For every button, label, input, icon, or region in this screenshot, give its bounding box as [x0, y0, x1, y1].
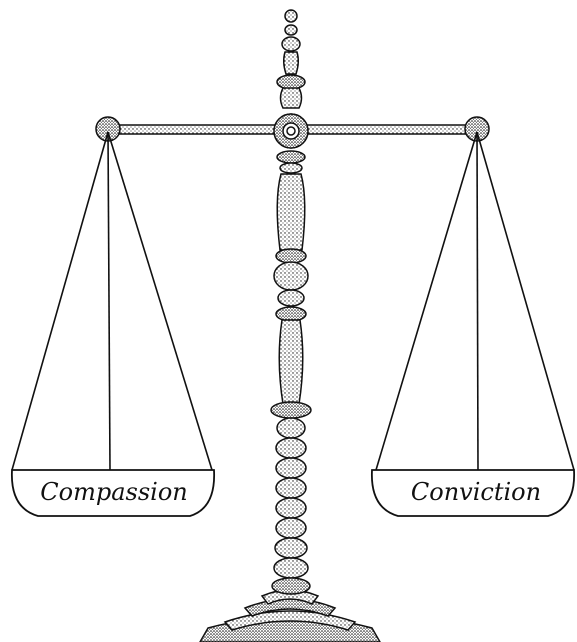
right-pan-label: Conviction — [411, 478, 541, 506]
scale-column — [271, 10, 311, 594]
left-pan-strings — [12, 132, 212, 470]
left-pan-label: Compassion — [40, 478, 187, 506]
left-pan: Compassion — [12, 132, 214, 516]
scale-beam — [96, 114, 489, 148]
right-pan: Conviction — [372, 132, 574, 516]
right-pan-strings — [376, 132, 574, 470]
scale-base — [200, 590, 380, 642]
